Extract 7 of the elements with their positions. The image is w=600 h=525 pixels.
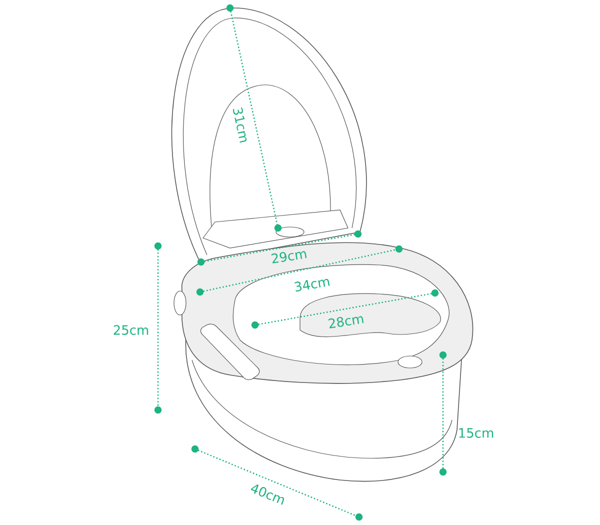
dimension-label: 34cm: [294, 278, 330, 292]
dimension-label: 31cm: [233, 108, 247, 143]
dimension-label: 15cm: [459, 428, 494, 438]
dimension-label: 25cm: [114, 325, 148, 335]
dimension-label: 28cm: [328, 316, 364, 328]
dimension-label: 40cm: [250, 484, 284, 505]
dimension-label: 29cm: [271, 251, 307, 264]
